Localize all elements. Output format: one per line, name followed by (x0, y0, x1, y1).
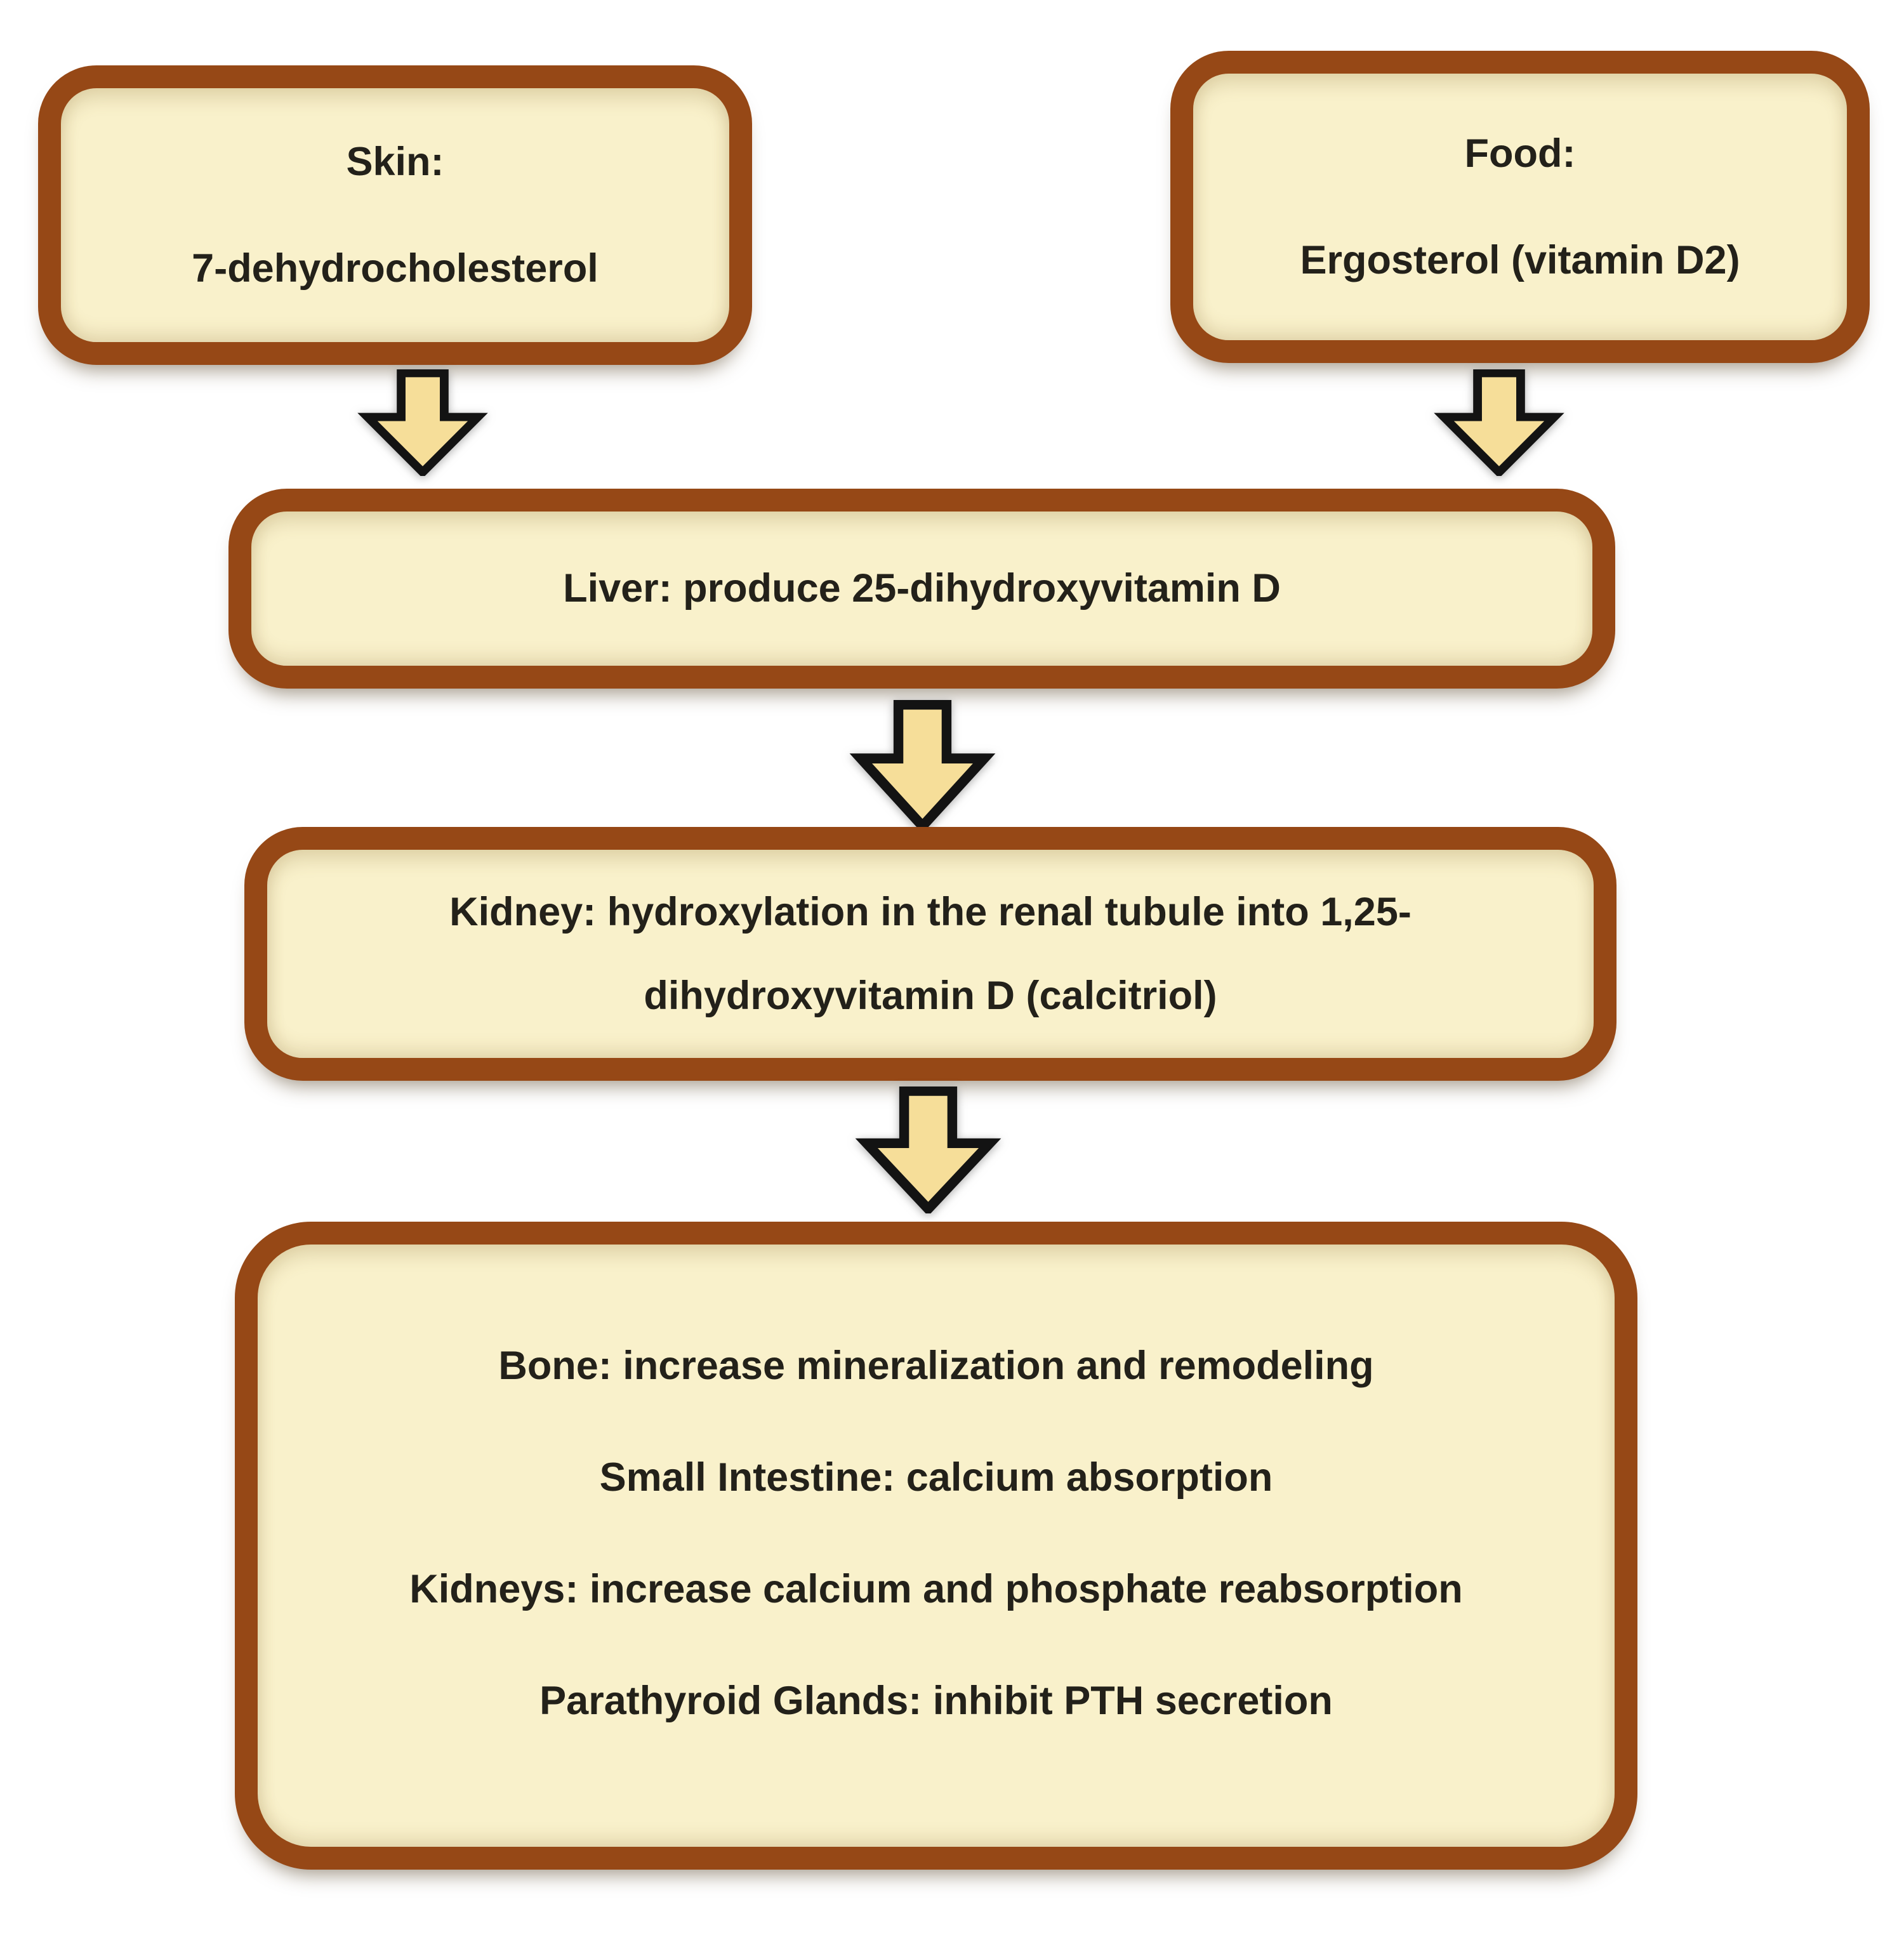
node-liver-label: Liver: produce 25-dihydroxyvitamin D (563, 566, 1281, 611)
node-food: Food: Ergosterol (vitamin D2) (1170, 51, 1870, 363)
node-target-organs: Bone: increase mineralization and remode… (235, 1222, 1637, 1870)
node-skin-title: Skin: (346, 139, 444, 184)
node-food-title: Food: (1464, 131, 1576, 176)
node-skin-substance: 7-dehydrocholesterol (192, 246, 598, 291)
target-parathyroid-label: Parathyroid Glands: inhibit PTH secretio… (539, 1679, 1333, 1723)
target-small-intestine-label: Small Intestine: calcium absorption (599, 1455, 1273, 1500)
arrow-down-icon-liver-to-kidney (849, 700, 996, 831)
arrow-down-icon-kidney-to-targets (855, 1086, 1002, 1213)
node-skin: Skin: 7-dehydrocholesterol (38, 65, 752, 365)
node-liver: Liver: produce 25-dihydroxyvitamin D (228, 489, 1615, 689)
node-kidney: Kidney: hydroxylation in the renal tubul… (244, 827, 1616, 1081)
target-kidneys-label: Kidneys: increase calcium and phosphate … (409, 1567, 1463, 1611)
target-bone-label: Bone: increase mineralization and remode… (498, 1344, 1374, 1388)
arrow-down-icon-skin-to-liver (357, 369, 488, 476)
arrow-down-icon-food-to-liver (1434, 369, 1564, 476)
node-food-substance: Ergosterol (vitamin D2) (1300, 237, 1740, 282)
node-kidney-label: Kidney: hydroxylation in the renal tubul… (449, 890, 1411, 1018)
